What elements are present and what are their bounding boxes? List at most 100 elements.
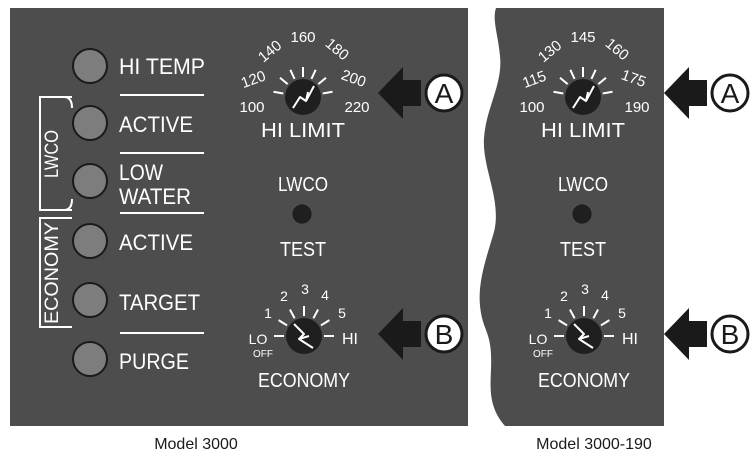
hi-limit-ticks <box>273 67 333 95</box>
indicator-purge: PURGE <box>72 341 189 377</box>
arrow-icon <box>378 308 421 360</box>
economy-scale-label: HI <box>622 331 638 348</box>
hi-temp-label: HI TEMP <box>119 54 205 79</box>
hi-limit-tick <box>273 90 284 95</box>
callout-a-letter: A <box>435 78 454 109</box>
economy-knob-pointer <box>293 323 314 349</box>
hi-limit-knob-body <box>285 79 321 115</box>
economy-group-label: ECONOMY <box>42 222 63 324</box>
economy-scale-label: 5 <box>338 305 346 321</box>
hi-limit-knob-body <box>565 79 601 115</box>
hi-limit-knob-pointer <box>292 85 315 109</box>
arrow-icon <box>664 308 707 360</box>
lwco-group-bracket: LWCO <box>39 96 73 211</box>
economy-tick <box>569 309 576 319</box>
low-water-label-line-2: WATER <box>119 184 191 209</box>
hi-limit-knob[interactable] <box>285 79 321 115</box>
callout-b-letter: B <box>435 319 454 350</box>
callout-b-circle <box>710 314 750 354</box>
hi-limit-tick <box>597 76 607 85</box>
economy-label: ECONOMY <box>538 370 630 392</box>
hi-limit-scale-label: 100 <box>239 99 264 116</box>
lwco-test-bottom-label: TEST <box>280 239 326 261</box>
economy-scale-label: 2 <box>280 288 288 304</box>
lwco-test-bottom-label: TEST <box>560 239 606 261</box>
callout-b-left: B <box>378 308 464 360</box>
economy-scale-label: HI <box>342 331 358 348</box>
hi-limit-tick <box>322 90 333 95</box>
lwco-bracket-outline <box>39 96 72 211</box>
lwco-test-top-label: LWCO <box>558 174 608 196</box>
economy-bracket-outline <box>39 217 72 328</box>
hi-limit-scale-label: 100 <box>519 99 544 116</box>
model-3000-caption: Model 3000 <box>154 436 238 453</box>
economy-scale-label: LO <box>249 331 268 347</box>
economy-knob-body <box>566 318 602 354</box>
economy-tick <box>558 319 568 327</box>
economy-knob[interactable] <box>286 318 322 354</box>
economy-scale-label: 1 <box>264 305 272 321</box>
model-3000-panel: HI TEMP ACTIVE LOW WATER ACTIVE TARGET P… <box>10 8 468 426</box>
target-label: TARGET <box>119 290 200 315</box>
hi-limit-tick <box>310 69 317 80</box>
hi-limit-scale-label: 190 <box>624 99 649 116</box>
economy-off-label: OFF <box>253 349 273 360</box>
hi-limit-knob[interactable] <box>565 79 601 115</box>
economy-ticks <box>554 306 614 337</box>
hi-limit-scale-label: 145 <box>570 29 595 46</box>
economy-off-label: OFF <box>533 349 553 360</box>
callout-a-letter: A <box>721 78 740 109</box>
lwco-test-control: LWCO TEST <box>558 174 608 261</box>
economy-active-label: ACTIVE <box>119 230 193 255</box>
economy-knob[interactable] <box>566 318 602 354</box>
economy-scale-labels: LO 1 2 3 4 5 HI OFF <box>249 281 358 360</box>
hi-limit-tick <box>559 76 569 85</box>
callout-b-circle <box>424 314 464 354</box>
callout-a-circle <box>424 73 464 113</box>
model-3000-190-caption: Model 3000-190 <box>536 436 652 453</box>
hi-limit-tick <box>553 90 564 95</box>
hi-limit-label: HI LIMIT <box>541 120 625 142</box>
indicator-low-water: LOW WATER <box>72 160 191 209</box>
lwco-group-label: LWCO <box>42 130 63 178</box>
economy-scale-label: 2 <box>560 288 568 304</box>
purge-led <box>72 341 108 377</box>
hi-limit-tick <box>569 69 576 80</box>
hi-limit-tick <box>602 90 613 95</box>
lwco-test-button[interactable] <box>572 204 592 224</box>
economy-scale-label: 3 <box>581 281 589 297</box>
target-led <box>72 282 108 318</box>
economy-tick <box>278 319 288 327</box>
economy-knob-pointer <box>573 323 594 349</box>
hi-limit-scale-label: 160 <box>290 29 315 46</box>
economy-scale-label: LO <box>529 331 548 347</box>
economy-tick <box>592 309 599 319</box>
hi-limit-knob-pointer <box>572 85 595 109</box>
hi-limit-label: HI LIMIT <box>261 120 345 142</box>
indicator-target: TARGET <box>72 282 200 318</box>
lwco-test-button[interactable] <box>292 204 312 224</box>
economy-dial[interactable]: LO 1 2 3 4 5 HI OFF ECONOMY <box>529 281 638 392</box>
hi-limit-scale-label: 220 <box>344 99 369 116</box>
economy-dial[interactable]: LO 1 2 3 4 5 HI OFF ECONOMY <box>249 281 358 392</box>
callout-b-letter: B <box>721 319 740 350</box>
hi-temp-led <box>72 48 108 84</box>
arrow-icon <box>664 67 707 119</box>
arrow-icon <box>378 67 421 119</box>
lwco-test-top-label: LWCO <box>278 174 328 196</box>
economy-scale-label: 5 <box>618 305 626 321</box>
hi-limit-tick <box>289 69 296 80</box>
hi-limit-tick <box>317 76 327 85</box>
economy-group-bracket: ECONOMY <box>39 217 72 328</box>
economy-scale-label: 3 <box>301 281 309 297</box>
economy-tick <box>320 319 330 327</box>
economy-label: ECONOMY <box>258 370 350 392</box>
indicator-economy-active: ACTIVE <box>72 223 193 259</box>
low-water-label-line-1: LOW <box>119 160 163 185</box>
indicator-lwco-active: ACTIVE <box>72 105 193 141</box>
economy-scale-label: 4 <box>601 287 609 303</box>
lwco-bracket-right-edge <box>63 96 73 211</box>
hi-limit-tick <box>279 76 289 85</box>
callout-a-left: A <box>378 67 464 119</box>
